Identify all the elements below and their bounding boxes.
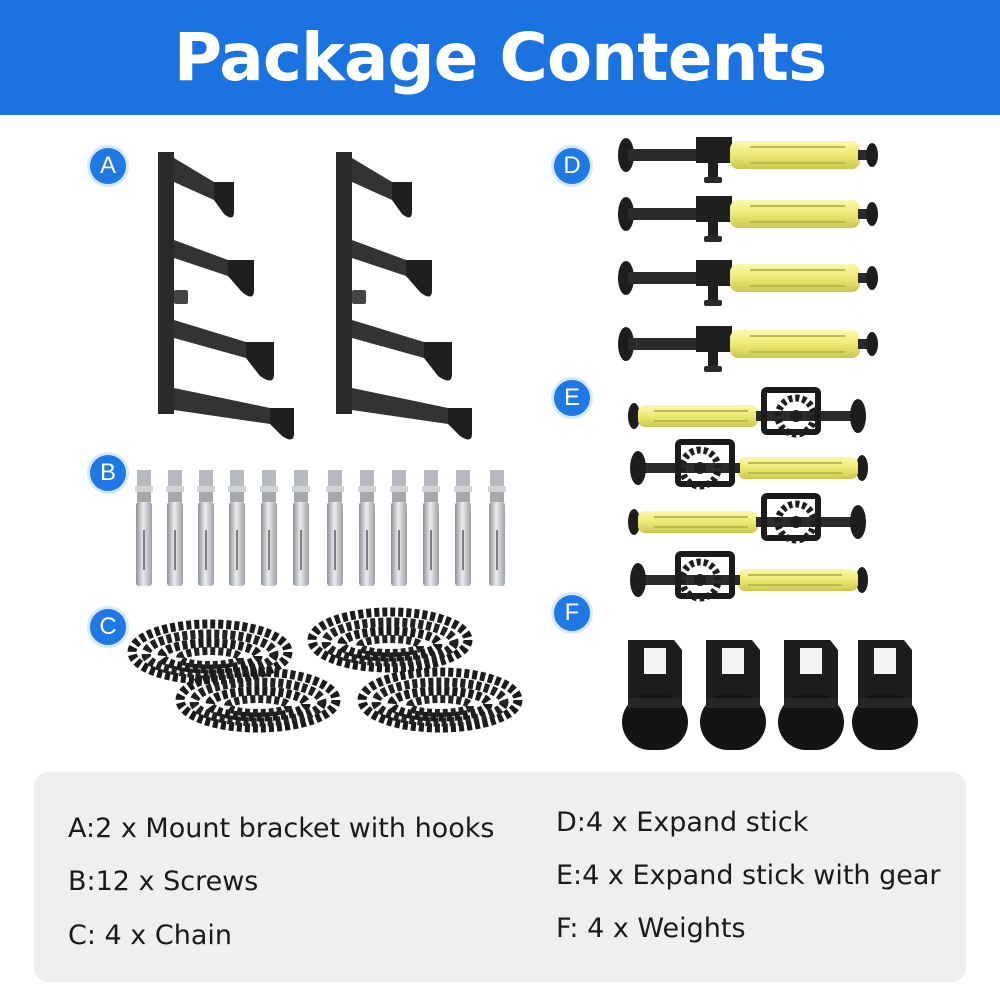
- contents-item-a: A:2 x Mount bracket with hooks: [68, 813, 495, 844]
- label-badge-e: E: [551, 377, 593, 419]
- contents-item-e: E:4 x Expand stick with gear: [556, 860, 941, 891]
- contents-item-b: B:12 x Screws: [68, 866, 259, 897]
- expand-stick-illustration-group: [617, 136, 879, 373]
- product-illustrations: [0, 136, 918, 750]
- label-badge-f: F: [551, 592, 593, 634]
- contents-item-f: F: 4 x Weights: [556, 913, 746, 944]
- label-badge-a: A: [87, 145, 129, 187]
- chain-illustration-group: [132, 612, 518, 728]
- screw-illustration-row: [135, 470, 506, 586]
- label-badge-d: D: [551, 145, 593, 187]
- mount-bracket-illustration-2: [336, 152, 472, 440]
- label-badge-b: B: [87, 452, 129, 494]
- page-title: Package Contents: [173, 19, 828, 96]
- weight-illustration-group: [622, 640, 918, 750]
- contents-item-c: C: 4 x Chain: [68, 920, 232, 951]
- label-badge-c: C: [87, 606, 129, 648]
- expand-stick-gear-illustration-group: [628, 390, 868, 598]
- contents-item-d: D:4 x Expand stick: [556, 807, 809, 838]
- contents-panel: [34, 772, 966, 982]
- header-banner: Package Contents: [0, 0, 1000, 115]
- mount-bracket-illustration-1: [158, 152, 294, 440]
